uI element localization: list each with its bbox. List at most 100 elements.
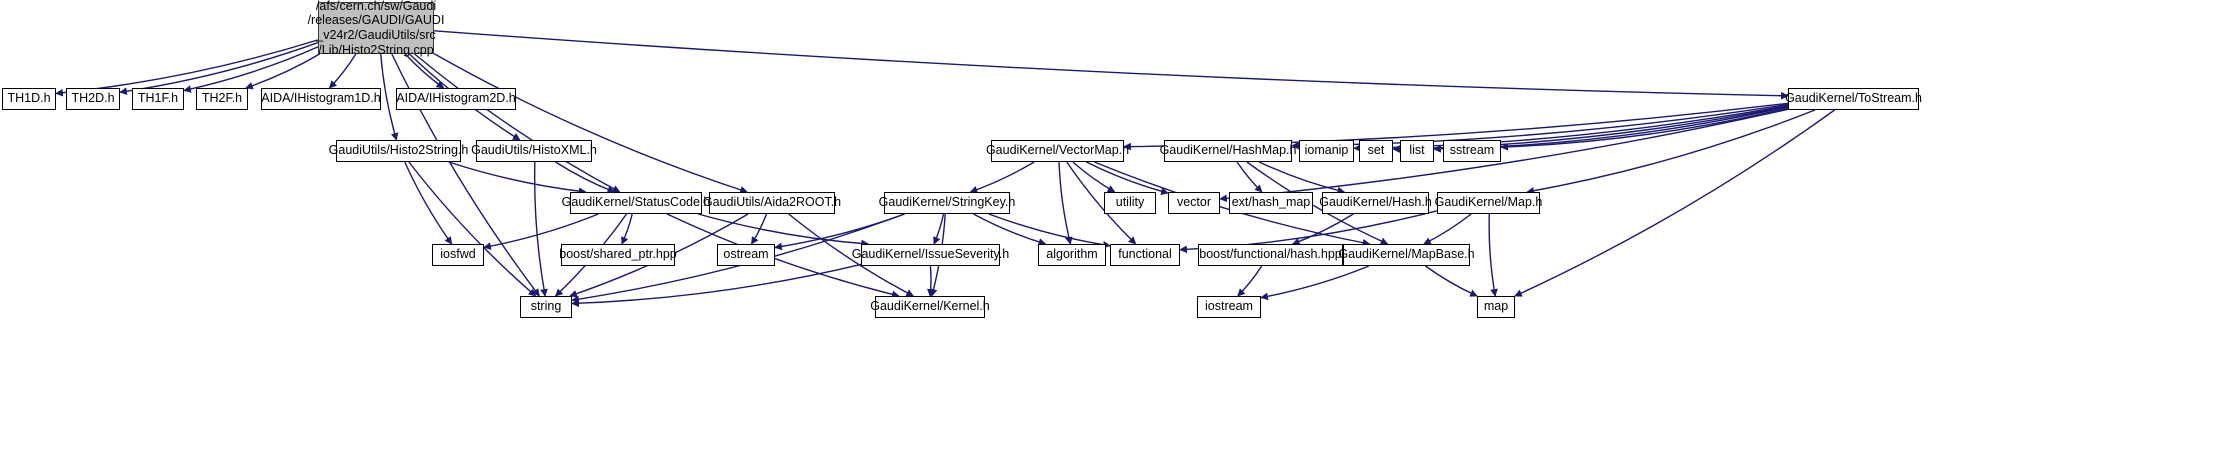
node-label: GaudiKernel/IssueSeverity.h [851,247,1010,262]
graph-node-iomanip[interactable]: iomanip [1299,140,1354,162]
graph-node-stringkey[interactable]: GaudiKernel/StringKey.h [879,192,1015,214]
node-label: GaudiKernel/StringKey.h [878,195,1016,210]
graph-node-th1d[interactable]: TH1D.h [2,88,56,110]
edge-root-to-string [391,53,540,297]
node-label: set [1367,143,1385,158]
node-label: TH2D.h [71,91,115,106]
graph-node-tostream[interactable]: GaudiKernel/ToStream.h [1785,88,1922,110]
node-label: vector [1176,195,1212,210]
graph-node-exthashmap[interactable]: ext/hash_map [1229,192,1313,214]
edge-root-to-aida2d [404,53,445,89]
node-label: iomanip [1304,143,1349,158]
graph-node-map_h[interactable]: GaudiKernel/Map.h [1434,192,1543,214]
edge-stringkey-to-ostream [774,213,905,251]
node-label: ostream [723,247,769,262]
edge-stringkey-to-algorithm [973,213,1047,246]
edge-statuscode-to-iosfwd [483,213,599,250]
edge-tostream-to-map [1514,109,1835,297]
graph-node-set[interactable]: set [1359,140,1393,162]
node-label: GaudiKernel/Hash.h [1319,195,1432,210]
graph-node-aida2root[interactable]: GaudiUtils/Aida2ROOT.h [703,192,841,214]
edge-root-to-th1f [183,46,319,93]
node-label: algorithm [1046,247,1098,262]
edge-histo2str-to-iosfwd [404,161,453,245]
node-label: boost/shared_ptr.hpp [559,247,677,262]
graph-node-vector[interactable]: vector [1168,192,1220,214]
graph-node-functional[interactable]: functional [1110,244,1180,266]
node-label: sstream [1449,143,1495,158]
graph-node-root[interactable]: /afs/cern.ch/sw/Gaudi/releases/GAUDI/GAU… [308,0,445,57]
edge-mapbase-to-map [1425,265,1478,297]
edge-stringkey-to-issuesev [933,213,945,245]
edge-root-to-th2f [245,53,320,90]
graph-node-string[interactable]: string [520,296,572,318]
graph-node-kernel[interactable]: GaudiKernel/Kernel.h [870,296,990,318]
edge-histoxml-to-string [533,161,548,297]
graph-node-sstream[interactable]: sstream [1443,140,1501,162]
edge-statuscode-to-boostshared [621,213,633,245]
edge-root-to-histo2str [380,53,399,141]
graph-node-statuscode[interactable]: GaudiKernel/StatusCode.h [562,192,710,214]
edge-map_h-to-mapbase [1423,213,1472,245]
edge-root-to-th2d [119,41,319,96]
edge-histoxml-to-statuscode [555,161,616,194]
edge-vectormap-to-vector [1086,161,1169,196]
graph-node-th2d[interactable]: TH2D.h [66,88,120,110]
root-label-line: _v24r2/GaudiUtils/src [316,28,436,42]
edge-mapbase-to-iostream [1260,265,1370,301]
graph-node-hashmap[interactable]: GaudiKernel/HashMap.h [1160,140,1296,162]
graph-node-ostream[interactable]: ostream [717,244,775,266]
graph-node-aida1d[interactable]: AIDA/IHistogram1D.h [261,88,381,110]
node-label: iosfwd [440,247,476,262]
edge-aida2root-to-ostream [750,213,768,245]
node-label: TH2F.h [201,91,243,106]
graph-node-th2f[interactable]: TH2F.h [196,88,248,110]
graph-node-th1f[interactable]: TH1F.h [132,88,184,110]
edge-aida2root-to-kernel [788,213,914,297]
graph-node-boostfunc[interactable]: boost/functional/hash.hpp [1198,244,1343,266]
edge-stringkey-to-functional [988,213,1111,249]
graph-node-map[interactable]: map [1477,296,1515,318]
graph-node-histoxml[interactable]: GaudiUtils/HistoXML.h [471,140,597,162]
node-label: functional [1118,247,1172,262]
graph-node-iosfwd[interactable]: iosfwd [432,244,484,266]
edge-root-to-tostream [433,30,1789,100]
edge-vectormap-to-functional [1066,161,1137,245]
node-label: GaudiKernel/VectorMap.h [985,143,1130,158]
edge-statuscode-to-kernel [666,213,900,299]
edge-tostream-to-vector [1219,108,1789,203]
edge-root-to-th1d [55,39,319,97]
graph-node-boostshared[interactable]: boost/shared_ptr.hpp [559,244,677,266]
graph-node-iostream[interactable]: iostream [1197,296,1261,318]
graph-node-mapbase[interactable]: GaudiKernel/MapBase.h [1338,244,1475,266]
graph-node-issuesev[interactable]: GaudiKernel/IssueSeverity.h [852,244,1009,266]
node-label: boost/functional/hash.hpp [1199,247,1342,262]
node-label: TH1D.h [7,91,51,106]
node-label: iostream [1205,299,1253,314]
edge-histo2str-to-string [408,161,537,297]
edge-hashmap-to-exthashmap [1236,161,1263,193]
edge-vectormap-to-algorithm [1058,161,1073,245]
node-label: string [530,299,562,314]
node-label: GaudiKernel/HashMap.h [1159,143,1297,158]
edge-issuesev-to-string [571,263,862,308]
edge-vectormap-to-utility [1072,161,1116,193]
node-label: AIDA/IHistogram1D.h [261,91,381,106]
node-label: AIDA/IHistogram2D.h [396,91,516,106]
graph-node-hash[interactable]: GaudiKernel/Hash.h [1319,192,1432,214]
edge-vectormap-to-stringkey [969,161,1035,194]
graph-node-histo2str[interactable]: GaudiUtils/Histo2String.h [329,140,468,162]
node-label: TH1F.h [137,91,179,106]
graph-node-list[interactable]: list [1400,140,1434,162]
root-label-line: /Lib/Histo2String.cpp [318,42,434,57]
graph-node-algorithm[interactable]: algorithm [1038,244,1106,266]
graph-node-vectormap[interactable]: GaudiKernel/VectorMap.h [986,140,1129,162]
edge-root-to-aida2root [433,53,748,194]
edge-boostfunc-to-iostream [1237,265,1263,297]
graph-node-utility[interactable]: utility [1104,192,1156,214]
node-label: GaudiKernel/Map.h [1434,195,1543,210]
node-label: GaudiKernel/Kernel.h [870,299,990,314]
edge-histo2str-to-statuscode [448,161,587,196]
graph-node-aida2d[interactable]: AIDA/IHistogram2D.h [396,88,516,110]
